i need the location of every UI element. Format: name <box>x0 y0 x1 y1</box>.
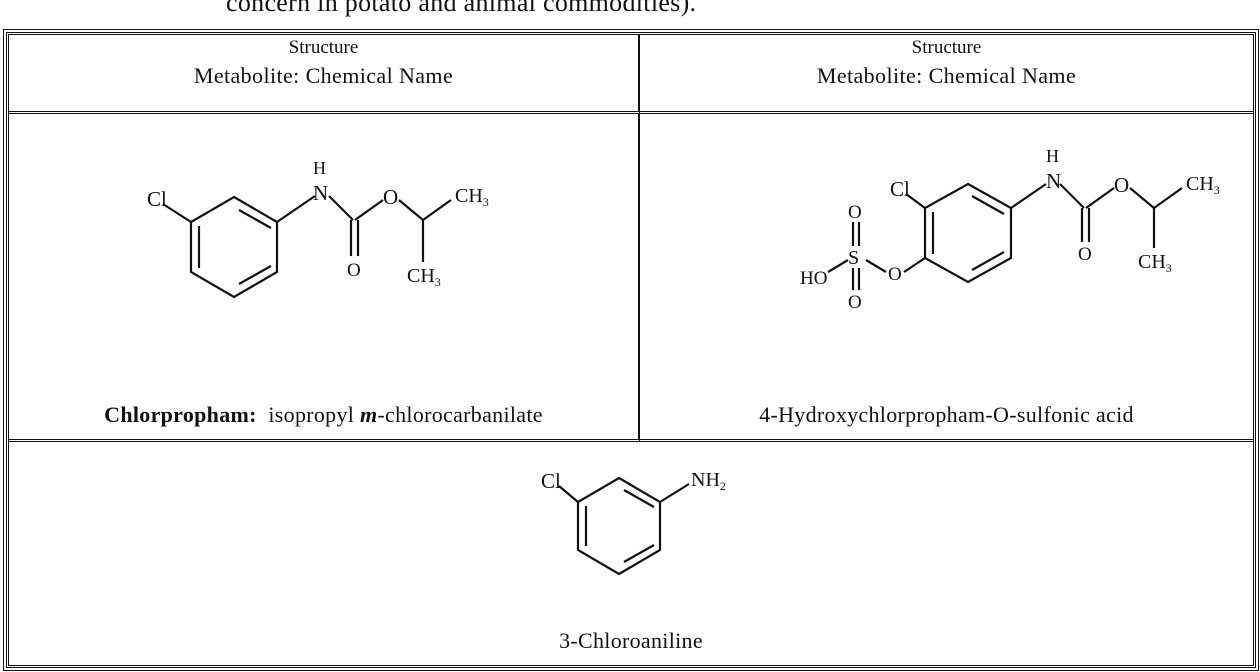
chlorpropham-name: Chlorpropham: isopropyl m-chlorocarbanil… <box>9 402 638 428</box>
metabolite-table: Structure Metabolite: Chemical Name Stru… <box>3 29 1259 671</box>
chlorine-label: Cl <box>541 469 561 493</box>
intro-text: concern in potato and animal commodities… <box>226 0 697 17</box>
chloroaniline-structure: Cl NH2 <box>541 469 726 576</box>
chlorpropham-cell: Cl H N O O CH3 CH3 Chlorpropham: isoprop… <box>9 114 640 442</box>
header-metabolite-label: Metabolite: Chemical Name <box>816 63 1077 88</box>
sulfonic-acid-name: 4-Hydroxychlorpropham-O-sulfonic acid <box>759 402 1134 427</box>
methyl-label: CH3 <box>1186 173 1220 197</box>
chlorine-label: Cl <box>147 187 167 211</box>
hydrogen-label: H <box>313 158 326 178</box>
hydrogen-label: H <box>1046 146 1059 166</box>
chlorpropham-structure: Cl H N O O CH3 CH3 <box>147 158 489 299</box>
nitrogen-label: N <box>313 181 328 205</box>
sulfonyl-oxygen-label: O <box>848 202 862 223</box>
header-metabolite-label: Metabolite: Chemical Name <box>193 63 454 88</box>
header-cell-right: Structure Metabolite: Chemical Name <box>640 35 1253 114</box>
sulfonic-acid-cell: Cl H N O O CH3 CH3 O S O O HO 4-Hydroxyc… <box>640 114 1253 442</box>
metabolite-bold-name: Chlorpropham: <box>104 402 257 427</box>
sulfonyl-oxygen-label: O <box>848 292 862 313</box>
ether-oxygen-label: O <box>888 264 902 285</box>
methyl-label: CH3 <box>455 185 489 209</box>
methyl-label: CH3 <box>407 265 441 289</box>
header-cell-left: Structure Metabolite: Chemical Name <box>9 35 640 114</box>
nitrogen-label: N <box>1046 169 1061 193</box>
hydroxyl-label: HO <box>800 268 827 289</box>
chloroaniline-cell: Cl NH2 3-Chloroaniline <box>9 442 1253 665</box>
chemical-name-part: isopropyl <box>256 402 360 427</box>
chemical-name-part: -chlorocarbanilate <box>377 402 543 427</box>
sulfonic-acid-structure: Cl H N O O CH3 CH3 O S O O HO <box>800 146 1220 313</box>
chlorine-label: Cl <box>890 177 910 201</box>
sulfur-label: S <box>848 247 859 269</box>
methyl-label: CH3 <box>1138 251 1172 275</box>
chemical-name-italic: m <box>360 402 378 427</box>
carbonyl-oxygen-label: O <box>347 260 361 281</box>
header-structure-label: Structure <box>911 37 982 58</box>
header-structure-label: Structure <box>288 37 359 58</box>
chloroaniline-name: 3-Chloroaniline <box>559 628 703 653</box>
ester-oxygen-label: O <box>383 185 398 209</box>
carbonyl-oxygen-label: O <box>1078 244 1092 265</box>
ester-oxygen-label: O <box>1114 173 1129 197</box>
amine-label: NH2 <box>691 469 726 493</box>
